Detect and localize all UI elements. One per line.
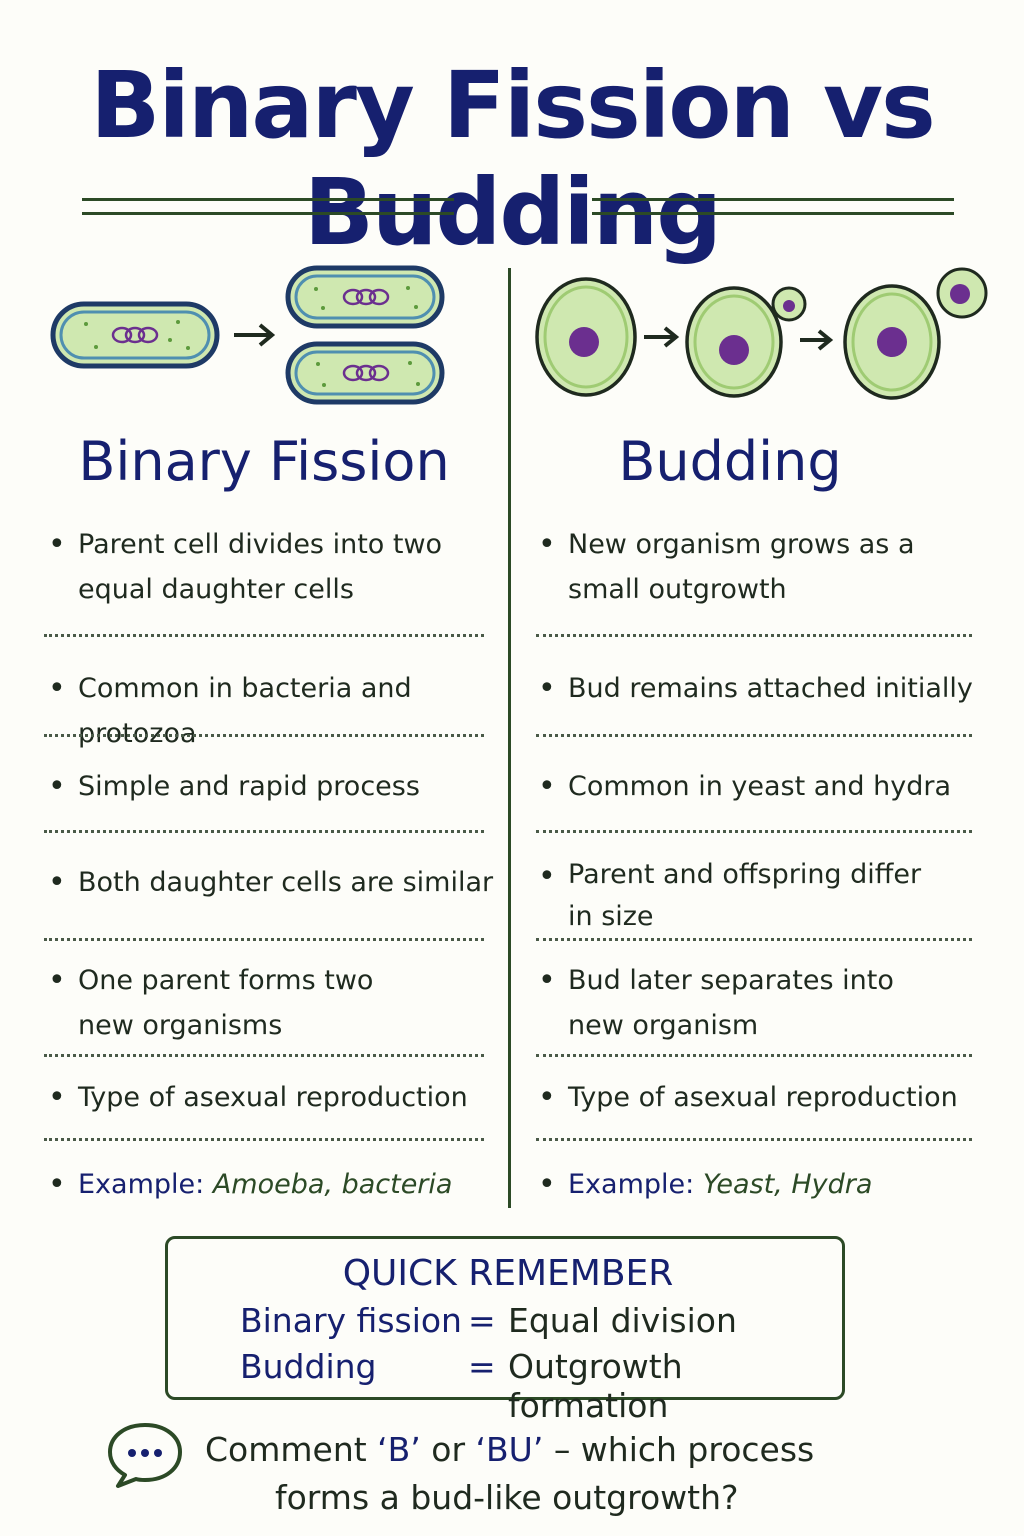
title-underline-left-bottom: [82, 212, 454, 215]
binary-fission-diagram: [50, 265, 445, 405]
dotted-separator: [44, 1054, 484, 1057]
column-divider: [508, 268, 511, 1208]
dotted-separator: [44, 938, 484, 941]
dotted-separator: [44, 830, 484, 833]
dotted-separator: [536, 634, 972, 637]
parent-bacterium: [50, 301, 220, 369]
quick-remember-box: QUICK REMEMBER Binary fission = Equal di…: [165, 1236, 845, 1425]
title-underline-right-bottom: [592, 212, 954, 215]
dotted-separator: [44, 734, 484, 737]
dotted-separator: [536, 734, 972, 737]
dotted-separator: [536, 1138, 972, 1141]
dotted-separator: [44, 1138, 484, 1141]
separated-yeast-cell: [843, 267, 988, 400]
example-label: Example:: [568, 1169, 695, 1200]
page-title: Binary Fission vs Budding: [90, 52, 936, 266]
arrow-icon: [644, 326, 680, 348]
comment-prompt-line1: Comment ‘B’ or ‘BU’ – which process: [205, 1430, 815, 1469]
daughter-bacterium-top: [285, 265, 445, 329]
example-value: Yeast, Hydra: [702, 1169, 873, 1200]
budding-heading: Budding: [618, 430, 842, 493]
option-b: ‘B’: [377, 1430, 421, 1469]
arrow-icon: [800, 329, 834, 351]
dotted-separator: [44, 634, 484, 637]
example-label: Example:: [78, 1169, 205, 1200]
speech-bubble-icon: [108, 1423, 182, 1488]
example-value: Amoeba, bacteria: [212, 1169, 453, 1200]
parent-yeast-cell: [535, 277, 637, 397]
daughter-bacterium-bottom: [285, 341, 445, 405]
dotted-separator: [536, 830, 972, 833]
dotted-separator: [536, 1054, 972, 1057]
budding-diagram: [535, 267, 988, 400]
title-underline-left-top: [82, 198, 454, 201]
title-underline-right-top: [592, 198, 954, 201]
quick-remember-title: QUICK REMEMBER: [342, 1253, 674, 1294]
arrow-icon: [234, 323, 276, 347]
option-bu: ‘BU’: [475, 1430, 544, 1469]
comment-prompt-line2: forms a bud-like outgrowth?: [275, 1478, 739, 1517]
binary-fission-heading: Binary Fission: [78, 430, 450, 493]
dotted-separator: [536, 938, 972, 941]
budding-yeast-cell: [685, 286, 807, 398]
